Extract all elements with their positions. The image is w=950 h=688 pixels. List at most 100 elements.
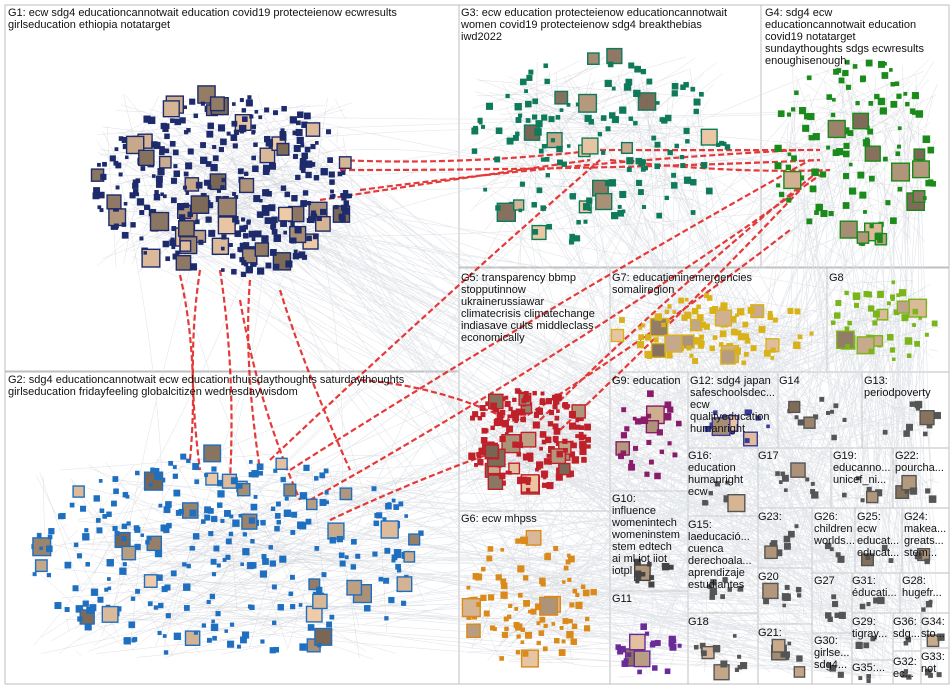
graph-node (179, 240, 192, 252)
graph-node (891, 297, 895, 301)
graph-node (642, 205, 647, 210)
graph-node (600, 115, 607, 121)
graph-node (508, 603, 513, 608)
graph-node (786, 197, 792, 203)
graph-node (220, 185, 225, 190)
graph-node (810, 481, 815, 486)
graph-node (553, 546, 559, 551)
graph-node (208, 531, 214, 537)
graph-node (126, 521, 131, 526)
graph-node (300, 200, 307, 207)
graph-node (98, 479, 103, 483)
graph-node (195, 219, 200, 225)
intragroup-edges-g17 (769, 472, 823, 498)
graph-node (498, 472, 506, 480)
graph-node (868, 348, 874, 354)
graph-node (530, 608, 537, 615)
graph-node (32, 572, 37, 577)
graph-node (59, 512, 66, 520)
graph-node (106, 194, 122, 210)
graph-node (520, 431, 537, 448)
graph-node (238, 247, 243, 253)
graph-node (513, 199, 525, 211)
graph-node (888, 558, 894, 563)
graph-node (323, 468, 329, 474)
graph-node (253, 195, 261, 203)
graph-node (543, 63, 549, 69)
graph-node (135, 588, 141, 594)
graph-node (865, 59, 873, 67)
graph-node (106, 511, 112, 518)
graph-node (664, 668, 671, 675)
graph-node (280, 220, 287, 227)
graph-node (401, 600, 407, 606)
graph-node (107, 577, 111, 581)
graph-node (64, 561, 72, 569)
graph-node (794, 415, 799, 420)
graph-node (546, 223, 552, 230)
graph-node (153, 193, 161, 201)
graph-node (525, 631, 533, 639)
graph-node (696, 314, 704, 321)
graph-node (780, 471, 785, 477)
graph-node (484, 428, 489, 433)
graph-node (830, 112, 836, 118)
graph-node (905, 101, 910, 107)
graph-node (849, 187, 857, 195)
graph-node (339, 487, 353, 501)
graph-node (877, 97, 886, 106)
graph-node (299, 164, 306, 171)
graph-node (312, 233, 319, 240)
graph-node (608, 179, 617, 187)
graph-node (263, 165, 270, 171)
graph-node (669, 643, 677, 651)
graph-node (46, 545, 53, 553)
graph-node (135, 470, 140, 476)
node-cluster-g8 (831, 280, 938, 361)
graph-node (867, 128, 874, 135)
graph-node (135, 192, 140, 197)
graph-node (541, 114, 548, 121)
graph-node (683, 176, 692, 184)
graph-node (705, 187, 713, 195)
graph-node (250, 503, 258, 511)
graph-node (160, 122, 167, 130)
graph-node (859, 603, 866, 610)
graph-node (531, 202, 537, 208)
graph-node (182, 562, 187, 567)
graph-node (535, 120, 543, 128)
graph-node (783, 170, 802, 190)
graph-node (730, 328, 738, 336)
graph-node (294, 226, 302, 234)
graph-node (486, 555, 493, 562)
graph-node (104, 587, 109, 592)
graph-node (611, 212, 619, 220)
graph-node (147, 601, 153, 607)
graph-node (232, 216, 239, 223)
graph-node (787, 308, 794, 314)
graph-node (253, 142, 258, 147)
graph-node (512, 397, 517, 403)
graph-node (912, 160, 931, 179)
graph-node (677, 643, 682, 648)
graph-node (891, 357, 896, 361)
graph-node (519, 181, 525, 187)
graph-node (153, 605, 159, 610)
graph-node (495, 205, 501, 211)
graph-node (713, 410, 718, 415)
graph-node (250, 539, 255, 544)
graph-node (646, 439, 652, 445)
graph-node (189, 509, 197, 517)
graph-node (245, 99, 253, 107)
graph-node (273, 263, 280, 270)
graph-node (291, 511, 298, 518)
graph-node (676, 420, 682, 427)
graph-node (80, 505, 87, 512)
graph-node (225, 554, 231, 560)
graph-node (293, 249, 298, 254)
graph-node (258, 471, 264, 476)
graph-node (787, 641, 792, 646)
graph-node (174, 118, 182, 126)
graph-node (885, 200, 891, 206)
graph-node (177, 220, 195, 237)
